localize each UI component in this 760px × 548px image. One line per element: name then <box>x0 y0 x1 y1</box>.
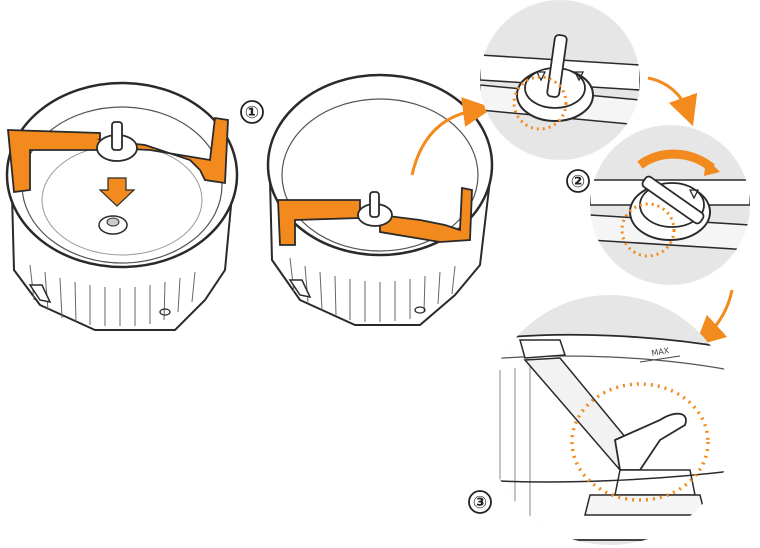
next-arrow-2-icon <box>694 289 734 347</box>
bowl-left <box>5 81 239 331</box>
zoom-detail-3: MAX <box>485 295 735 545</box>
step-2-label: ② <box>571 172 585 192</box>
step-1-label: ① <box>245 103 259 123</box>
down-arrow-icon <box>98 177 136 207</box>
step-1-marker: ① <box>240 100 264 124</box>
step-3-marker: ③ <box>468 490 492 514</box>
bowl-middle <box>266 73 494 326</box>
zoom-detail-1 <box>480 0 640 160</box>
rotate-arrow-icon <box>637 149 715 172</box>
next-arrow-icon <box>647 76 698 127</box>
zoom-arrow-icon <box>410 97 493 176</box>
step-3-label: ③ <box>473 493 487 513</box>
max-marking: MAX <box>651 346 671 358</box>
zoom-detail-2 <box>590 125 750 285</box>
step-2-marker: ② <box>566 169 590 193</box>
